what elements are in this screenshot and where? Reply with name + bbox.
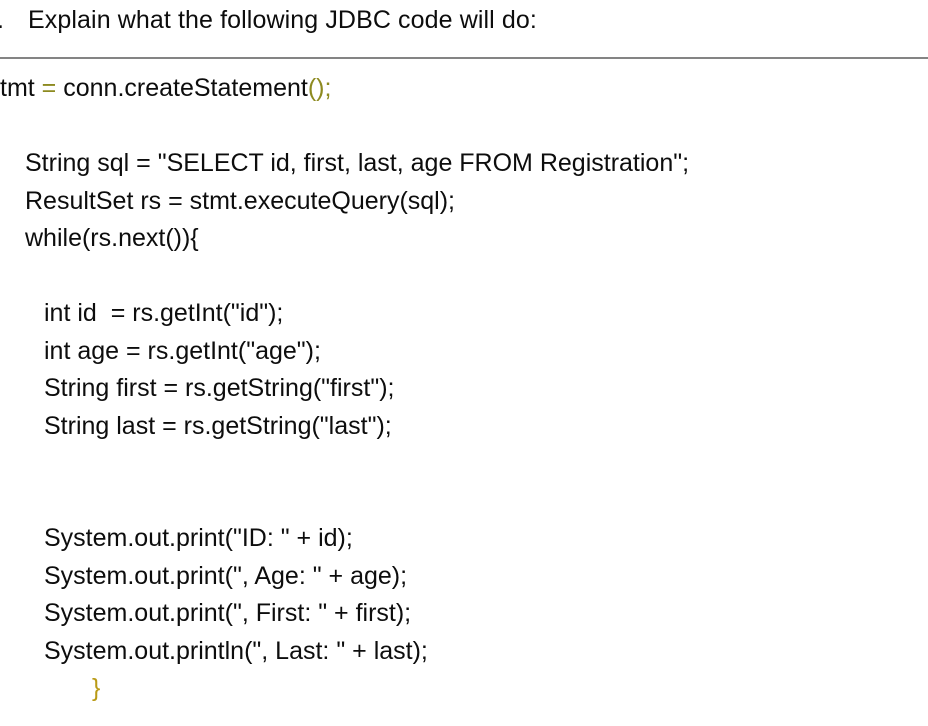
code-line-print-first: System.out.print(", First: " + first); [0,595,928,633]
code-line-execute-query: ResultSet rs = stmt.executeQuery(sql); [0,183,928,221]
code-token: String last = rs.getString("last"); [44,411,392,440]
code-token: ResultSet rs = stmt.executeQuery(sql); [25,186,456,215]
code-token: System.out.print(", Age: " + age); [44,561,408,590]
code-token: (); [307,74,332,102]
code-line-while-loop: while(rs.next()){ [0,220,928,258]
code-blank-line [0,258,928,296]
code-token: } [92,674,101,702]
code-token: System.out.print(", First: " + first); [44,599,412,627]
code-line-close-brace: } [0,670,928,708]
code-token: conn.createStatement [56,74,308,102]
code-token: = [41,74,57,102]
code-blank-line [0,483,928,521]
code-line-get-id: int id = rs.getInt("id"); [0,295,928,333]
code-blank-line [0,445,928,483]
code-token: String first = rs.getString("first"); [44,374,395,402]
code-token: tmt [0,74,42,102]
code-line-get-last: String last = rs.getString("last"); [0,408,928,446]
code-token: int id = rs.getInt("id"); [44,299,284,327]
code-line-get-first: String first = rs.getString("first"); [0,370,928,408]
jdbc-code-block: tmt = conn.createStatement(); String sql… [0,70,928,708]
question-heading: . Explain what the following JDBC code w… [0,3,928,47]
code-line-println-last: System.out.println(", Last: " + last); [0,633,928,671]
question-prompt-text: Explain what the following JDBC code wil… [28,6,537,34]
question-number-marker: . [0,3,6,37]
code-token: int age = rs.getInt("age"); [44,336,321,365]
code-token: while(rs.next()){ [25,224,199,252]
code-token: System.out.println(", Last: " + last); [44,636,428,665]
code-blank-line [0,108,928,146]
code-line-print-age: System.out.print(", Age: " + age); [0,558,928,596]
code-line-create-statement: tmt = conn.createStatement(); [0,70,928,108]
code-line-print-id: System.out.print("ID: " + id); [0,520,928,558]
code-token: String sql = "SELECT id, first, last, ag… [25,149,690,177]
code-token: System.out.print("ID: " + id); [44,524,353,552]
heading-divider-rule [0,57,928,59]
code-line-declare-sql: String sql = "SELECT id, first, last, ag… [0,145,928,183]
code-line-get-age: int age = rs.getInt("age"); [0,333,928,371]
